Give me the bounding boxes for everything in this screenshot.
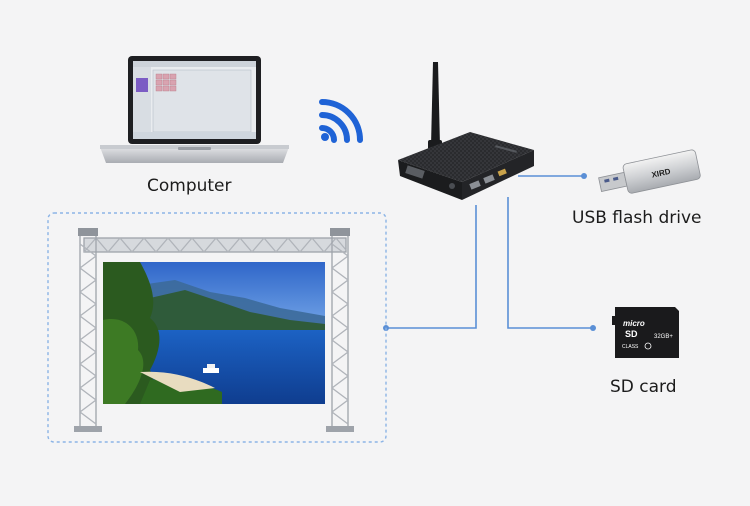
screen-frame-dashed: [47, 212, 387, 443]
label-computer: Computer: [147, 176, 232, 196]
label-sd-card: SD card: [610, 377, 677, 397]
sd-card-brand: micro: [623, 319, 645, 328]
connector-dot-sd: [590, 325, 596, 331]
truss-left-cap: [78, 228, 98, 236]
connector-to-sd: [507, 197, 593, 329]
usb-drive-brand: XIRD: [651, 167, 672, 180]
sd-card-sub: SD: [625, 329, 638, 339]
wifi-dot: [321, 133, 329, 141]
laptop: [100, 56, 289, 163]
truss-right-base: [326, 426, 354, 432]
truss-left-base: [74, 426, 102, 432]
wifi-icon: [319, 99, 363, 143]
truss-right-cap: [330, 228, 350, 236]
sd-card-capacity: 32GB+: [654, 334, 673, 340]
sd-card-class: CLASS: [622, 344, 639, 350]
led-screen: [103, 262, 325, 404]
usb-drive: XIRD: [598, 149, 701, 194]
connector-dot-usb: [581, 173, 587, 179]
connector-lines: [386, 175, 593, 329]
sd-card: micro SD CLASS 32GB+: [612, 307, 679, 358]
connector-to-screen: [386, 205, 477, 329]
controller-box: [398, 62, 534, 200]
label-usb-flash-drive: USB flash drive: [572, 208, 702, 228]
